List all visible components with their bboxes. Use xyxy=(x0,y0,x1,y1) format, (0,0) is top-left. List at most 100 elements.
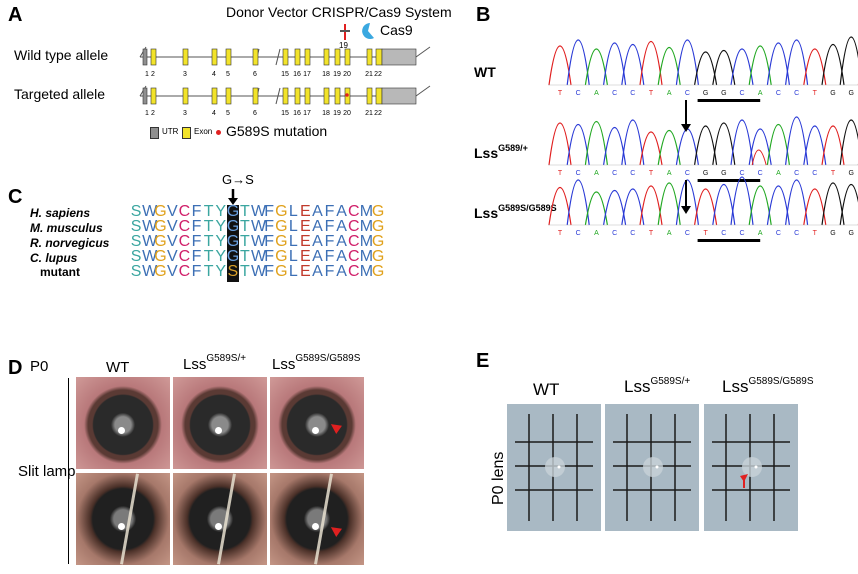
exon-number: 1 xyxy=(145,110,149,117)
residue: C xyxy=(347,233,360,250)
residue: L xyxy=(288,203,298,220)
residue: F xyxy=(264,203,274,220)
residue: F xyxy=(324,248,335,265)
base-call: A xyxy=(594,90,599,97)
base-call: C xyxy=(812,170,817,177)
species-c-lupus: C. lupus xyxy=(30,251,78,265)
base-call: C xyxy=(576,170,581,177)
residue: T xyxy=(240,203,250,220)
panel-label-c: C xyxy=(8,186,23,208)
base-call: A xyxy=(758,90,763,97)
residue: C xyxy=(178,203,191,220)
residue: M xyxy=(359,248,374,265)
residue: A xyxy=(336,218,347,235)
residue: F xyxy=(324,233,335,250)
residue: W xyxy=(142,248,158,265)
base-call: G xyxy=(830,90,835,97)
residue: F xyxy=(324,263,335,280)
exon-box-3 xyxy=(182,87,189,105)
exon-number: 19 xyxy=(333,71,341,78)
base-call: A xyxy=(776,170,781,177)
residue: M xyxy=(359,263,374,280)
gene-diagram xyxy=(340,23,374,40)
reflection-spot xyxy=(118,523,125,530)
panel-label-a: A xyxy=(8,4,23,26)
base-call: C xyxy=(794,90,799,97)
exon-box-4 xyxy=(211,48,218,66)
residue: F xyxy=(191,263,202,280)
residue: F xyxy=(264,263,274,280)
base-call: G xyxy=(703,170,708,177)
residue: S xyxy=(130,248,142,265)
slit-lamp-photo xyxy=(173,473,267,565)
residue: V xyxy=(166,218,178,235)
slit-lamp-photo xyxy=(270,377,364,469)
base-call: G xyxy=(848,230,853,237)
base-call: C xyxy=(794,230,799,237)
residue: G xyxy=(275,203,288,220)
exon-number: 18 xyxy=(322,110,330,117)
cas9-icon xyxy=(362,23,374,39)
residue: Y xyxy=(215,263,227,280)
residue: G xyxy=(371,218,385,235)
base-call: C xyxy=(685,90,690,97)
chrom-label-hom: LssG589S/G589S xyxy=(474,203,557,221)
col-label-hom-e: LssG589S/G589S xyxy=(722,376,814,396)
opacity-arrow xyxy=(328,420,342,434)
residue: G xyxy=(154,203,167,220)
base-call: C xyxy=(758,170,763,177)
exon-number: 4 xyxy=(212,110,216,117)
exon-box-19 xyxy=(334,87,341,105)
slit-beam xyxy=(217,473,236,565)
base-call: T xyxy=(813,90,818,97)
base-call: T xyxy=(649,170,654,177)
residue: E xyxy=(300,218,311,235)
stage-label: P0 xyxy=(30,358,49,375)
residue: L xyxy=(288,218,298,235)
base-call: A xyxy=(667,90,672,97)
base-call: T xyxy=(558,170,563,177)
base-call: C xyxy=(739,170,744,177)
residue: T xyxy=(203,218,214,235)
residue: E xyxy=(300,248,311,265)
utr-box xyxy=(142,87,148,105)
exon19-marker: 19 xyxy=(339,41,348,50)
base-call: A xyxy=(667,170,672,177)
exon-box-20 xyxy=(344,48,351,66)
exon-box-18 xyxy=(323,87,330,105)
base-call: C xyxy=(576,230,581,237)
reflection-spot xyxy=(215,427,222,434)
species-r-norvegicus: R. norvegicus xyxy=(30,236,110,250)
exon-number: 5 xyxy=(226,71,230,78)
grid-lines xyxy=(515,414,593,521)
exon-number: 22 xyxy=(374,71,382,78)
p0-lens-label: P0 lens xyxy=(490,451,507,505)
base-call: G xyxy=(830,230,835,237)
exon-number: 2 xyxy=(151,110,155,117)
exon-legend-swatch xyxy=(182,127,191,139)
exon-legend-label: Exon xyxy=(194,127,213,136)
residue: A xyxy=(312,263,323,280)
residue: G xyxy=(275,248,288,265)
residue: G xyxy=(154,248,167,265)
base-call: C xyxy=(612,90,617,97)
residue: L xyxy=(288,248,298,265)
residue: W xyxy=(142,263,158,280)
lens-photo xyxy=(507,404,601,531)
residue: A xyxy=(312,248,323,265)
residue: Y xyxy=(215,233,227,250)
residue: Y xyxy=(215,248,227,265)
residue: G xyxy=(371,263,385,280)
exon-box-5 xyxy=(225,87,232,105)
exon-number: 3 xyxy=(183,71,187,78)
exon-box-21 xyxy=(366,87,373,105)
exon-box-15 xyxy=(282,48,289,66)
reflection-spot xyxy=(312,427,319,434)
base-call: A xyxy=(594,230,599,237)
exon-box-21 xyxy=(366,48,373,66)
residue: C xyxy=(178,218,191,235)
exon-number: 4 xyxy=(212,71,216,78)
residue: A xyxy=(312,233,323,250)
